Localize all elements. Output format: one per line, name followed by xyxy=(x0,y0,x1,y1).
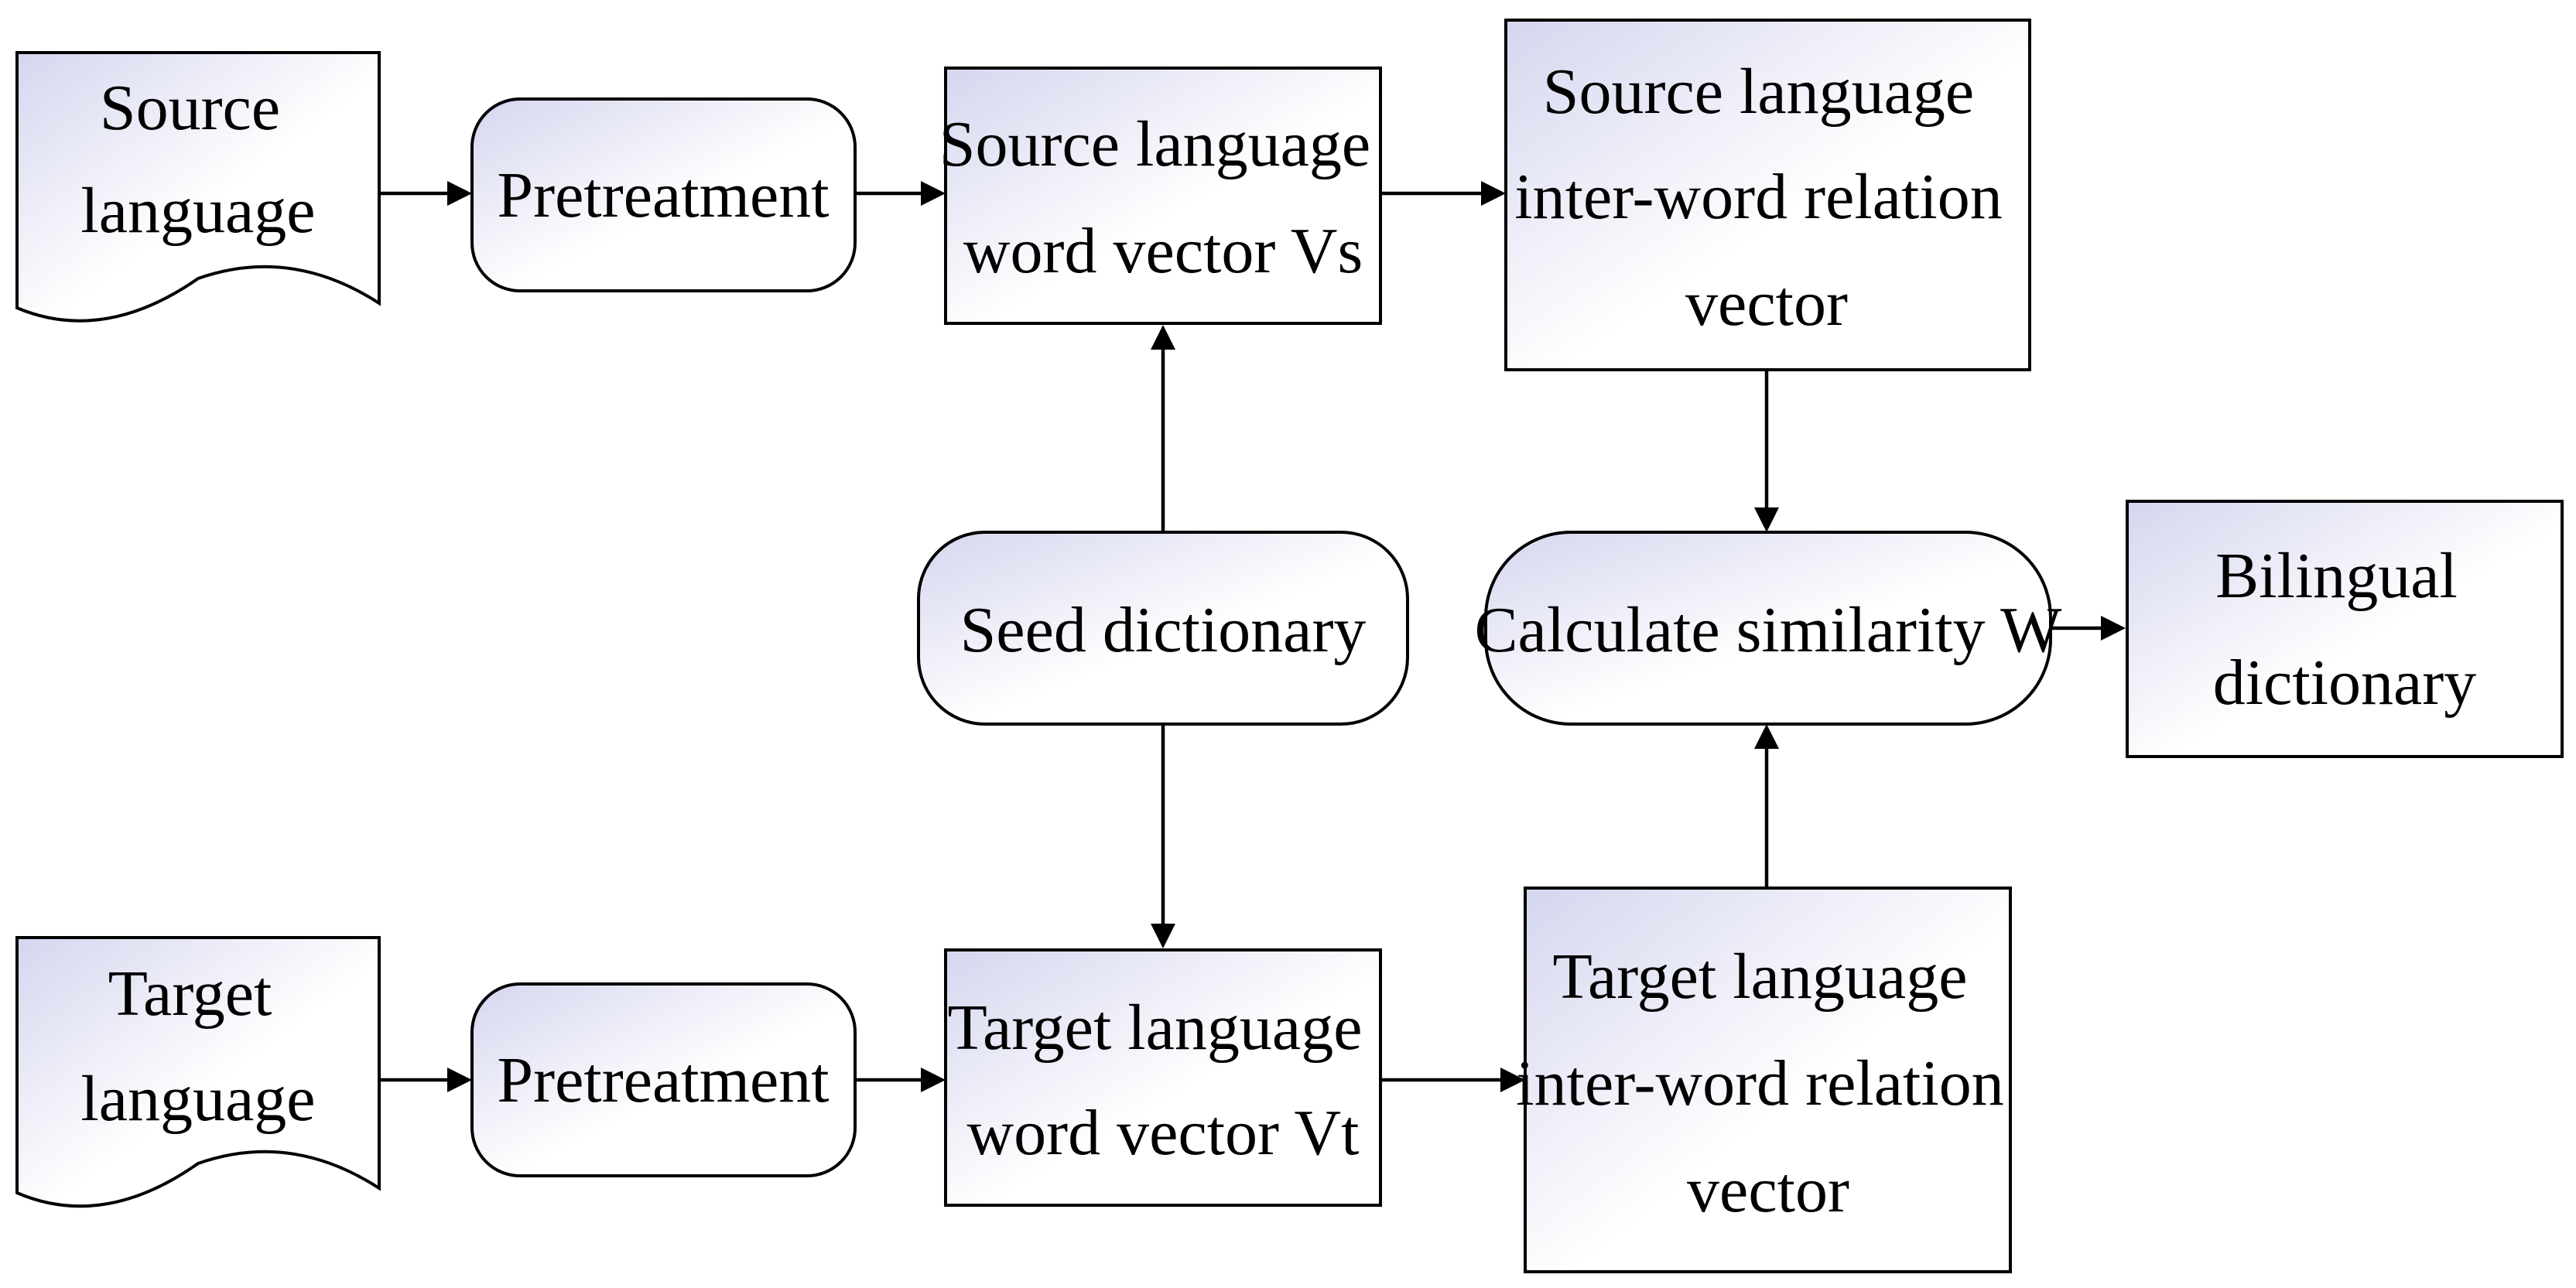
arrowhead-similarity-to-bilingual xyxy=(2101,616,2126,641)
node-label: Bilingual dictionary xyxy=(2213,540,2477,719)
rounded-process-shape xyxy=(470,97,857,292)
node-source-word-vector: Source language word vector Vs xyxy=(939,67,1387,325)
arrowhead-source-vector-to-relation xyxy=(1481,181,1506,206)
edges xyxy=(379,181,2126,1092)
arrowhead-seed-to-source-vector xyxy=(1151,325,1175,350)
process-shape xyxy=(1524,887,2012,1273)
rounded-process-shape xyxy=(470,982,857,1177)
node-label: Calculate similarity W xyxy=(1475,594,2063,666)
arrowhead-seed-to-target-vector xyxy=(1151,924,1175,948)
document-shape xyxy=(15,51,381,323)
arrowhead-target-vector-to-relation xyxy=(1500,1068,1525,1092)
node-source-language: Source language xyxy=(15,51,381,323)
process-shape xyxy=(944,948,1382,1207)
node-target-word-vector: Target language word vector Vt xyxy=(944,948,1382,1207)
node-label: Pretreatment xyxy=(497,1044,829,1116)
document-shape xyxy=(15,936,381,1208)
arrowhead-source-relation-to-similarity xyxy=(1754,507,1779,532)
node-pretreatment-source: Pretreatment xyxy=(470,97,857,292)
node-label: Target language inter-word relation vect… xyxy=(1516,941,2020,1226)
node-target-language: Target language xyxy=(15,936,381,1208)
arrowhead-pretreatment-to-source-vector xyxy=(921,181,946,206)
node-label: Pretreatment xyxy=(497,159,829,231)
arrowhead-source-to-pretreatment xyxy=(447,181,472,206)
rounded-process-shape xyxy=(917,531,1409,726)
process-shape xyxy=(2126,500,2564,758)
node-seed-dictionary: Seed dictionary xyxy=(917,531,1409,726)
node-bilingual-dictionary: Bilingual dictionary xyxy=(2126,500,2564,758)
node-target-relation-vector: Target language inter-word relation vect… xyxy=(1516,887,2020,1273)
node-calculate-similarity: Calculate similarity W xyxy=(1475,531,2063,726)
node-pretreatment-target: Pretreatment xyxy=(470,982,857,1177)
arrowhead-target-relation-to-similarity xyxy=(1754,724,1779,749)
process-shape xyxy=(944,67,1382,325)
node-source-relation-vector: Source language inter-word relation vect… xyxy=(1504,19,2031,371)
arrowhead-pretreatment-to-target-vector xyxy=(921,1068,946,1092)
node-label: Seed dictionary xyxy=(960,594,1367,666)
arrowhead-target-to-pretreatment xyxy=(447,1068,472,1092)
node-label: Source language word vector Vs xyxy=(939,108,1387,287)
node-label: Target language xyxy=(80,958,315,1135)
rounded-process-shape xyxy=(1484,531,2052,726)
node-label: Source language xyxy=(80,72,315,247)
node-label: Target language word vector Vt xyxy=(948,992,1379,1169)
process-shape xyxy=(1504,19,2031,371)
node-label: Source language inter-word relation vect… xyxy=(1514,56,2018,340)
